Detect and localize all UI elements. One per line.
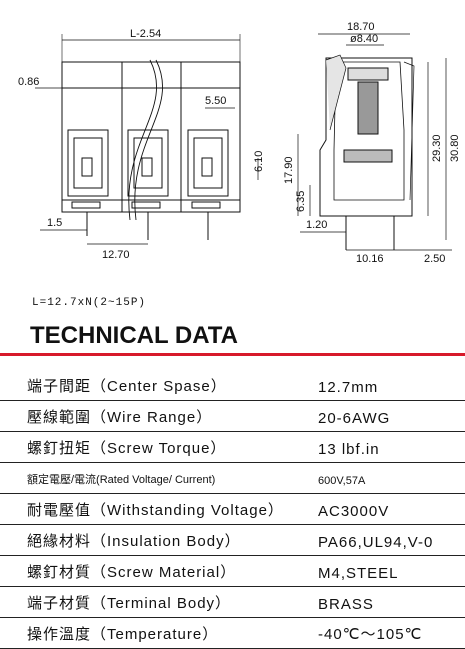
spec-row: 端子間距（Center Spase） 12.7mm [0,370,465,401]
spec-row: 操作溫度（Temperature） -40℃～105℃ [0,618,465,649]
dim-10-16: 10.16 [356,253,384,265]
dim-6-10: 6.10 [253,151,265,172]
spec-value: AC3000V [318,503,390,520]
dim-1-5: 1.5 [47,217,62,229]
front-view-body [61,61,241,213]
spec-label: 端子材質（Terminal Body） [27,595,232,612]
dim-1-20: 1.20 [306,219,327,231]
dim-12-70: 12.70 [102,249,130,261]
dim-0-86: 0.86 [18,76,39,88]
spec-label: 絕緣材料（Insulation Body） [27,533,241,550]
spec-label: 螺釘材質（Screw Material） [27,564,237,581]
spec-row: 額定電壓/電流(Rated Voltage/ Current) 600V,57A [0,463,465,494]
side-view [297,33,452,251]
spec-row: 絕緣材料（Insulation Body） PA66,UL94,V-0 [0,525,465,556]
front-view [35,34,259,245]
technical-drawing: L-2.54 0.86 5.50 6.10 1.5 12.70 18.70 ø8… [18,21,461,265]
spec-value: 20-6AWG [318,410,391,427]
spec-row: 耐電壓值（Withstanding Voltage） AC3000V [0,494,465,525]
spec-value: PA66,UL94,V-0 [318,534,434,551]
spec-row: 螺釘材質（Screw Material） M4,STEEL [0,556,465,587]
length-formula: L=12.7xN(2~15P) [32,297,147,309]
dim-6-35: 6.35 [295,191,307,212]
spec-label: 螺釘扭矩（Screw Torque） [27,440,227,457]
dim-2-50: 2.50 [424,253,445,265]
section-title: TECHNICAL DATA [30,322,238,349]
dim-18-70: 18.70 [347,21,375,33]
spec-value: BRASS [318,596,374,613]
dim-5-50: 5.50 [205,95,226,107]
spec-value: -40℃～105℃ [318,626,423,643]
spec-label: 端子間距（Center Spase） [27,378,227,395]
dim-pitch-total: L-2.54 [130,28,161,40]
spec-value: M4,STEEL [318,565,399,582]
title-rule [0,353,465,356]
spec-value: 600V,57A [318,475,366,487]
pole-1 [67,129,109,209]
spec-value: 12.7mm [318,379,379,396]
spec-label: 耐電壓值（Withstanding Voltage） [27,502,284,519]
dim-17-90: 17.90 [283,156,295,184]
spec-label: 額定電壓/電流(Rated Voltage/ Current) [27,474,216,486]
dim-8-40: ø8.40 [350,33,378,45]
spec-label: 操作溫度（Temperature） [27,626,219,643]
spec-row: 壓線範圍（Wire Range） 20-6AWG [0,401,465,432]
pole-3 [187,129,229,209]
spec-label: 壓線範圍（Wire Range） [27,409,213,426]
spec-value: 13 lbf.in [318,441,380,458]
dim-30-80: 30.80 [449,134,461,162]
spec-row: 端子材質（Terminal Body） BRASS [0,587,465,618]
spec-row: 螺釘扭矩（Screw Torque） 13 lbf.in [0,432,465,463]
dim-29-30: 29.30 [431,134,443,162]
pole-2 [127,129,169,209]
